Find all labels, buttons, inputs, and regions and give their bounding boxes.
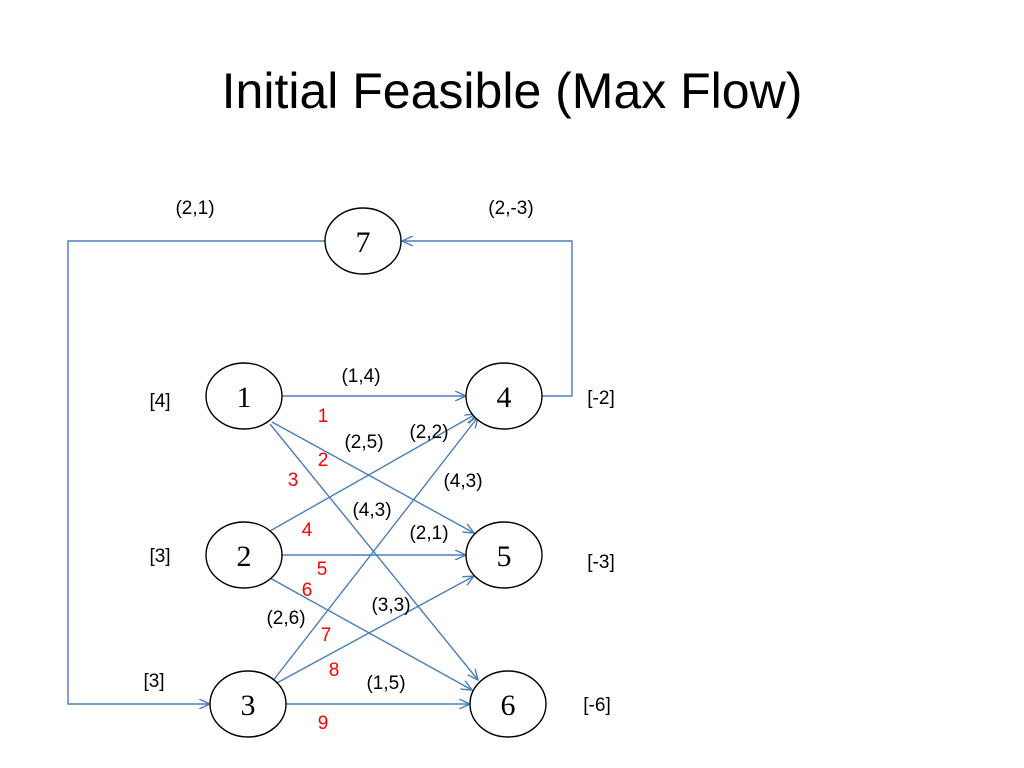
demand-node-5: [-3] (587, 552, 614, 573)
edge-3-5-label: (3,3) (371, 595, 410, 616)
edge-1-5-label: (2,5) (344, 432, 383, 453)
node-7-label: 7 (356, 226, 371, 259)
edge-2-4-label: (2,2) (409, 422, 448, 443)
edge-2-5-label: (2,1) (409, 523, 448, 544)
order-number-9: 9 (318, 713, 329, 734)
edge-2-6-label: (2,6) (266, 608, 305, 629)
edge-4-7 (402, 241, 573, 397)
demand-node-6: [-6] (583, 695, 610, 716)
edge-1-4-label: (1,4) (341, 366, 380, 387)
edge-2-4 (269, 414, 476, 532)
order-number-7: 7 (321, 625, 332, 646)
node-1-label: 1 (237, 381, 252, 414)
node-6: 6 (469, 670, 547, 738)
edge-3-4-label: (4,3) (443, 471, 482, 492)
node-3: 3 (209, 670, 287, 738)
order-number-4: 4 (302, 520, 313, 541)
node-1: 1 (205, 362, 283, 430)
supply-node-3: [3] (143, 671, 164, 692)
order-number-3: 3 (288, 470, 299, 491)
order-number-1: 1 (318, 406, 329, 427)
node-4: 4 (465, 362, 543, 430)
edge-1-5 (271, 421, 474, 533)
order-number-8: 8 (329, 660, 340, 681)
edge-1-6 (269, 423, 478, 680)
node-6-label: 6 (501, 689, 516, 722)
edge-2-6 (269, 577, 472, 690)
node-2-label: 2 (237, 540, 252, 573)
order-number-6: 6 (302, 580, 313, 601)
edge-4-7-label: (2,-3) (488, 198, 533, 219)
edge-7-3-label: (2,1) (175, 198, 214, 219)
edge-3-6-label: (1,5) (366, 673, 405, 694)
order-number-5: 5 (317, 559, 328, 580)
edge-3-4 (271, 417, 478, 683)
demand-node-4: [-2] (587, 388, 614, 409)
edge-3-5 (274, 576, 474, 685)
order-number-2: 2 (318, 450, 329, 471)
node-5: 5 (465, 521, 543, 589)
node-2: 2 (205, 521, 283, 589)
node-7: 7 (324, 207, 402, 275)
edge-1-6-label: (4,3) (352, 500, 391, 521)
supply-node-2: [3] (149, 546, 170, 567)
node-5-label: 5 (497, 540, 512, 573)
supply-node-1: [4] (149, 391, 170, 412)
slide-title: Initial Feasible (Max Flow) (221, 63, 803, 119)
edge-7-3 (67, 240, 326, 704)
node-3-label: 3 (241, 689, 256, 722)
node-4-label: 4 (497, 381, 512, 414)
